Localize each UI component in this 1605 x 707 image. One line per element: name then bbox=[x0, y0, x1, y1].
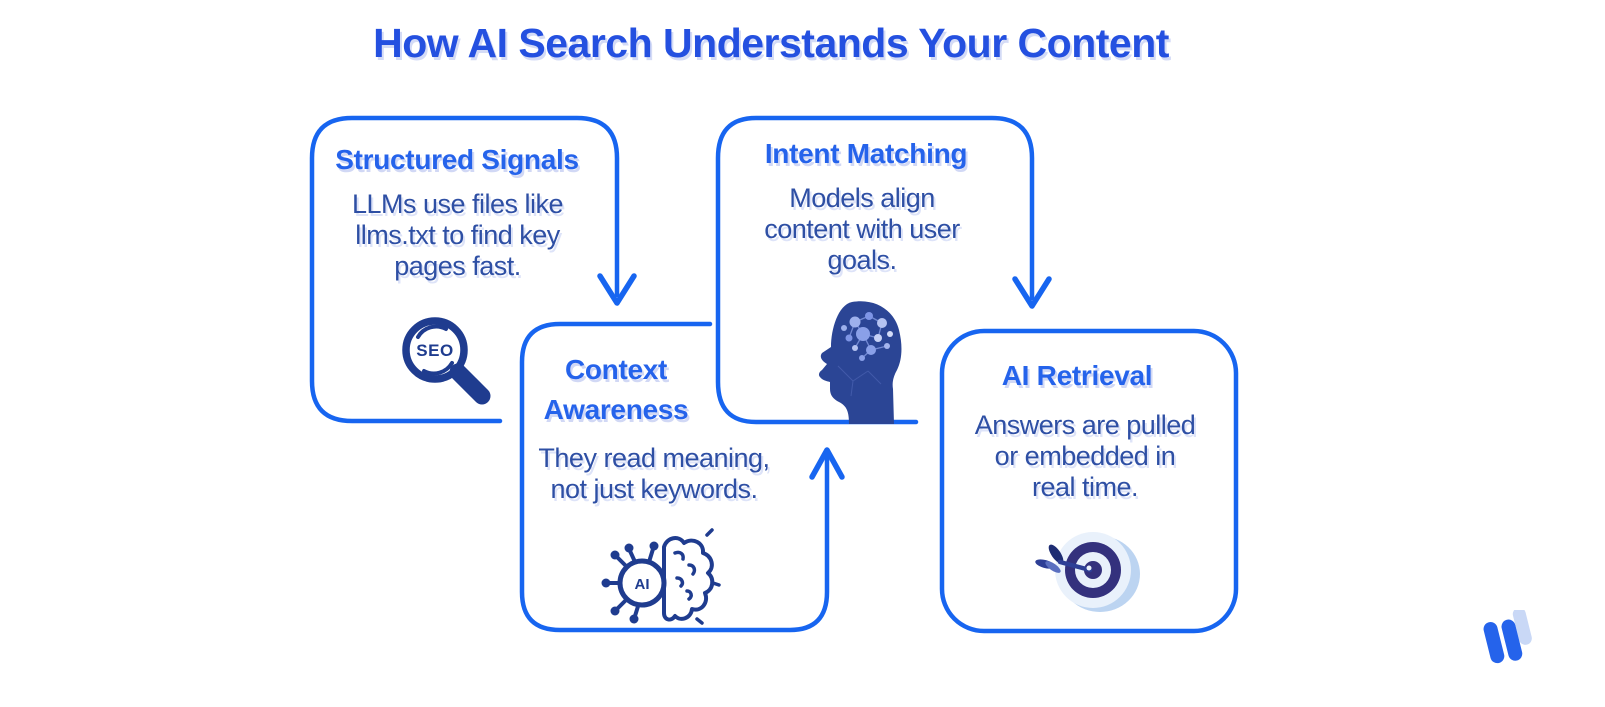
ai-brain-icon: AI bbox=[601, 528, 721, 625]
arrow-down-structured-to-context-icon bbox=[597, 273, 637, 306]
target-dart-icon bbox=[1035, 532, 1140, 612]
seo-magnifier-icon: SEO bbox=[402, 317, 491, 405]
arrow-down-intent-to-retrieval-icon bbox=[1012, 276, 1052, 309]
card-body: LLMs use files like llms.txt to find key… bbox=[310, 189, 605, 282]
page-title: How AI Search Understands Your Content bbox=[373, 20, 1169, 66]
card-title: Structured Signals bbox=[335, 144, 579, 175]
card-line: LLMs use files like bbox=[351, 189, 564, 219]
card-line: llms.txt to find key bbox=[355, 220, 560, 250]
seo-icon-label: SEO bbox=[416, 341, 453, 360]
card-line: Models align bbox=[789, 183, 935, 213]
card-line: They read meaning, bbox=[538, 443, 770, 473]
arrow-up-context-to-intent-icon bbox=[809, 447, 845, 480]
card-body: Models align content with user goals. bbox=[712, 183, 1012, 276]
card-title: Context Awareness bbox=[543, 354, 689, 425]
card-body: They read meaning, not just keywords. bbox=[504, 443, 804, 505]
ai-icon-label: AI bbox=[635, 576, 650, 593]
card-line: real time. bbox=[1031, 472, 1139, 502]
ai-retrieval-box-border bbox=[939, 328, 1239, 634]
card-title: Intent Matching bbox=[764, 138, 968, 169]
card-line: content with user bbox=[764, 214, 960, 244]
card-line: Answers are pulled bbox=[974, 410, 1196, 440]
card-line: not just keywords. bbox=[550, 474, 758, 504]
brand-logo-w-icon bbox=[1483, 610, 1532, 664]
card-body: Answers are pulled or embedded in real t… bbox=[935, 410, 1235, 503]
intent-matching-box-border bbox=[715, 115, 1035, 425]
card-line: pages fast. bbox=[394, 251, 521, 281]
structured-signals-box-border bbox=[309, 115, 620, 424]
card-line: goals. bbox=[827, 245, 897, 275]
head-neural-icon bbox=[818, 301, 902, 424]
card-line: or embedded in bbox=[994, 441, 1176, 471]
context-awareness-box-border bbox=[519, 321, 830, 633]
card-title: AI Retrieval bbox=[1001, 360, 1153, 391]
